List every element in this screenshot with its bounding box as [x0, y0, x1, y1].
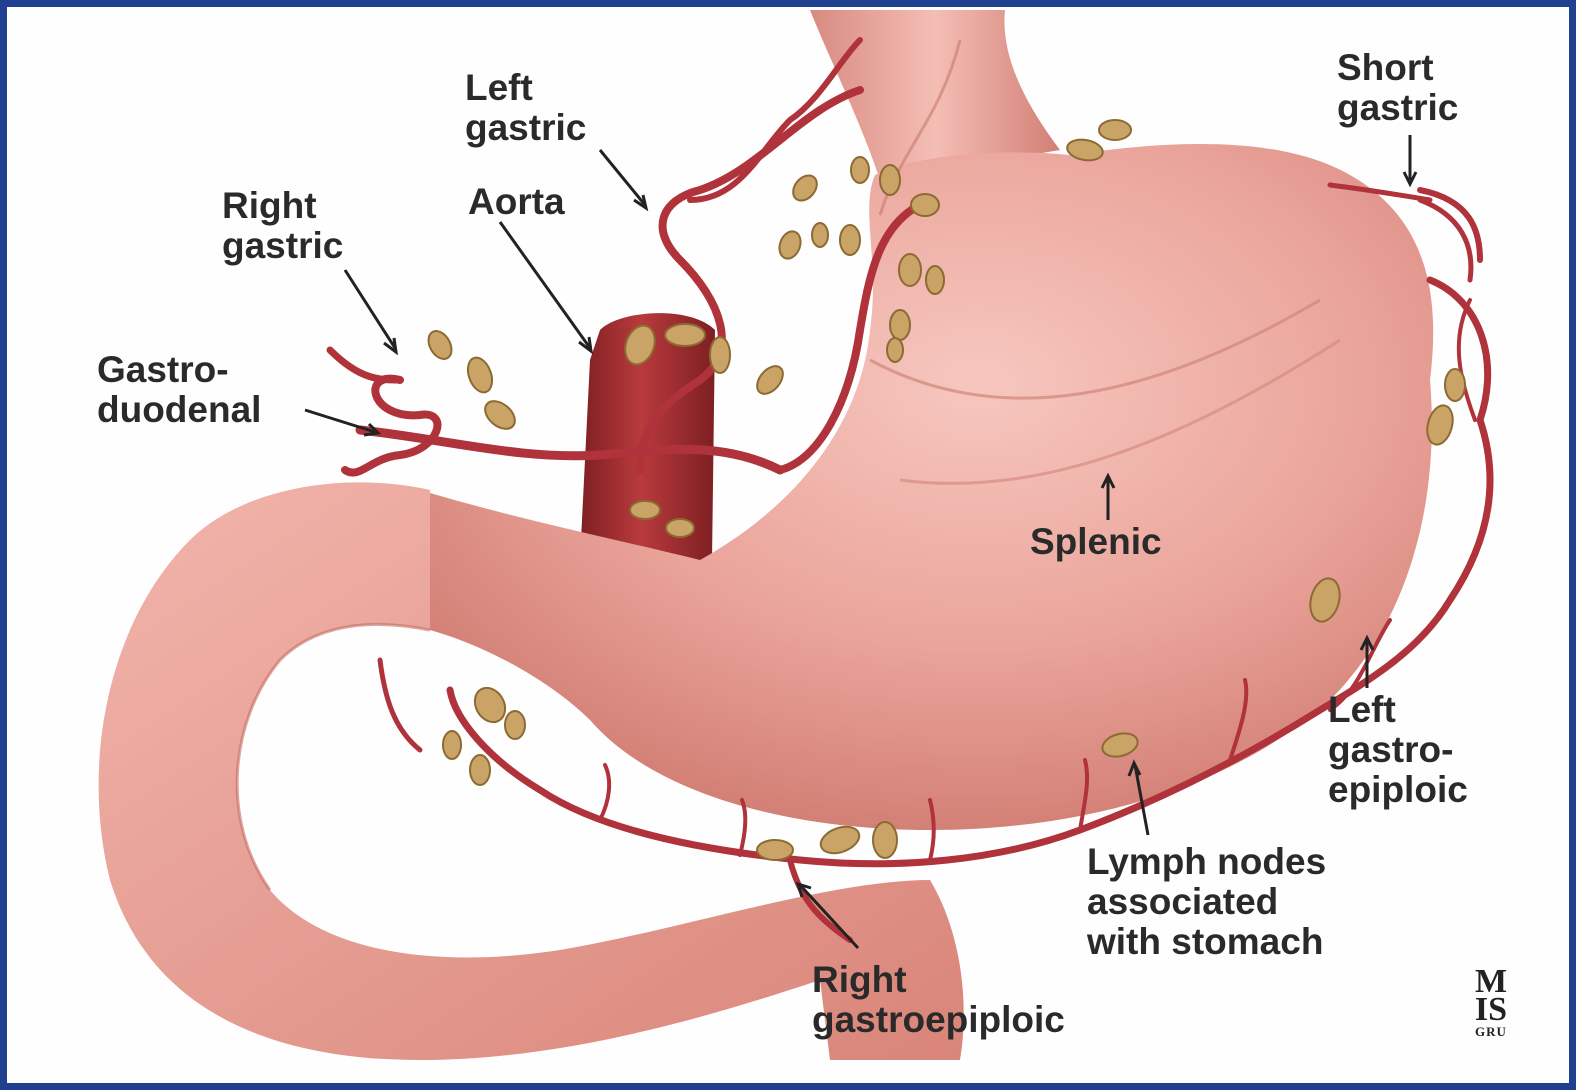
label-right-gastroepiploic: Right gastroepiploic [812, 960, 1065, 1040]
label-lymph-nodes: Lymph nodes associated with stomach [1087, 842, 1326, 962]
label-aorta: Aorta [468, 182, 565, 222]
label-left-gastroepiploic: Left gastro- epiploic [1328, 690, 1468, 810]
mis-logo: M IS GRU [1455, 968, 1527, 1040]
label-short-gastric: Short gastric [1337, 48, 1458, 128]
label-splenic: Splenic [1030, 522, 1162, 562]
logo-line-3: GRU [1455, 1024, 1527, 1040]
stomach-body [420, 144, 1433, 830]
label-left-gastric: Left gastric [465, 68, 586, 148]
logo-line-2: IS [1455, 996, 1527, 1024]
label-gastroduodenal: Gastro- duodenal [97, 350, 261, 430]
label-right-gastric: Right gastric [222, 186, 343, 266]
